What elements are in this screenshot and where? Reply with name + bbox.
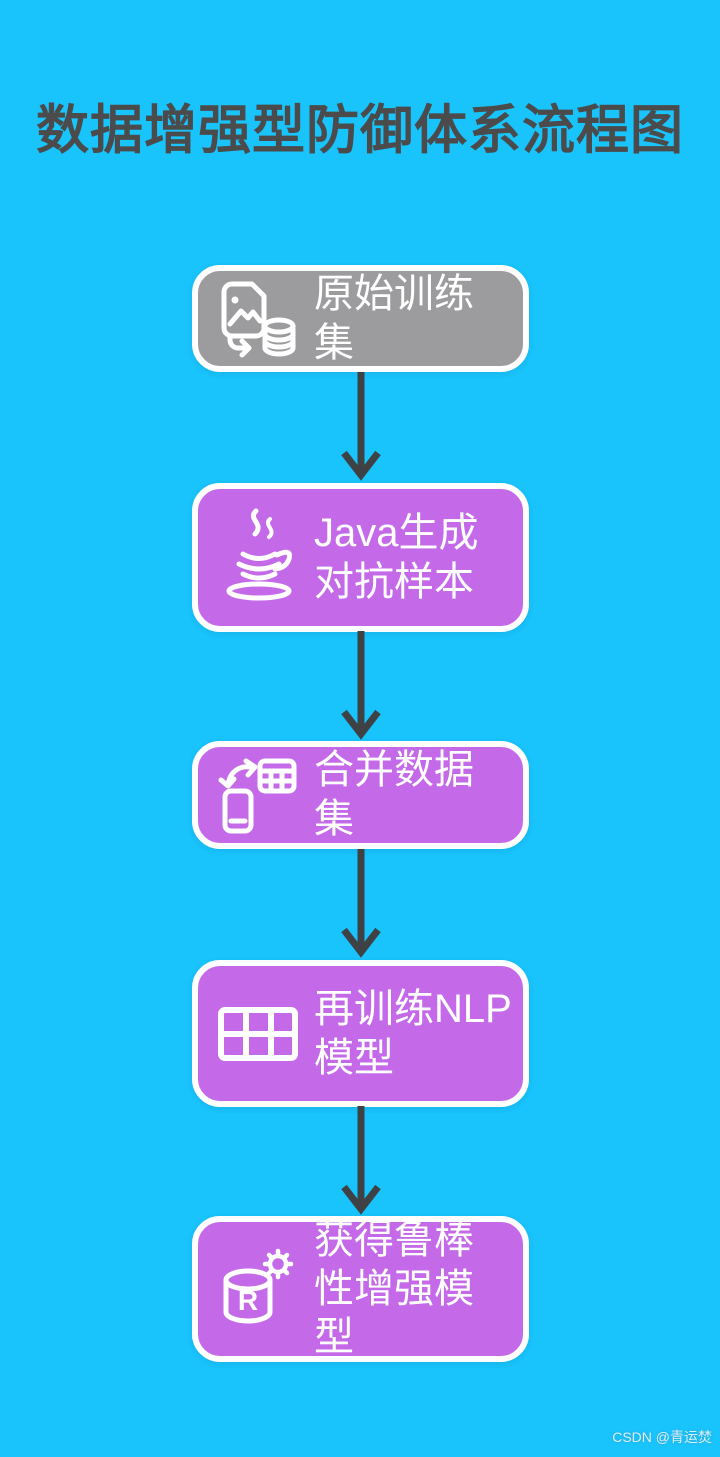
flow-node-retrain-nlp-model: 再训练NLP模型 [192,960,529,1107]
phone-to-table-icon [216,755,300,835]
flow-arrow-down [341,631,381,740]
flow-node-label: Java生成对抗样本 [314,510,479,604]
table-grid-icon [216,1003,300,1065]
flow-node-original-training-set: 原始训练集 [192,265,529,372]
svg-text:R: R [238,1285,258,1316]
flow-node-java-adversarial-samples: Java生成对抗样本 [192,483,529,632]
watermark: CSDN @青运焚 [612,1429,712,1445]
flow-node-label: 获得鲁棒性增强模型 [314,1217,474,1360]
database-gear-icon: R [216,1248,300,1330]
flow-arrow-down [341,1106,381,1215]
flow-arrow-down [341,849,381,958]
flow-node-label: 再训练NLP模型 [314,986,512,1080]
flow-node-label: 原始训练集 [314,271,474,365]
image-to-database-icon [216,280,300,358]
flow-node-merge-datasets: 合并数据集 [192,741,529,849]
page-title: 数据增强型防御体系流程图 [36,101,684,160]
flow-node-robust-model: R 获得鲁棒性增强模型 [192,1216,529,1362]
java-cup-icon [216,503,300,613]
flow-arrow-down [341,372,381,481]
flow-node-label: 合并数据集 [314,748,474,841]
